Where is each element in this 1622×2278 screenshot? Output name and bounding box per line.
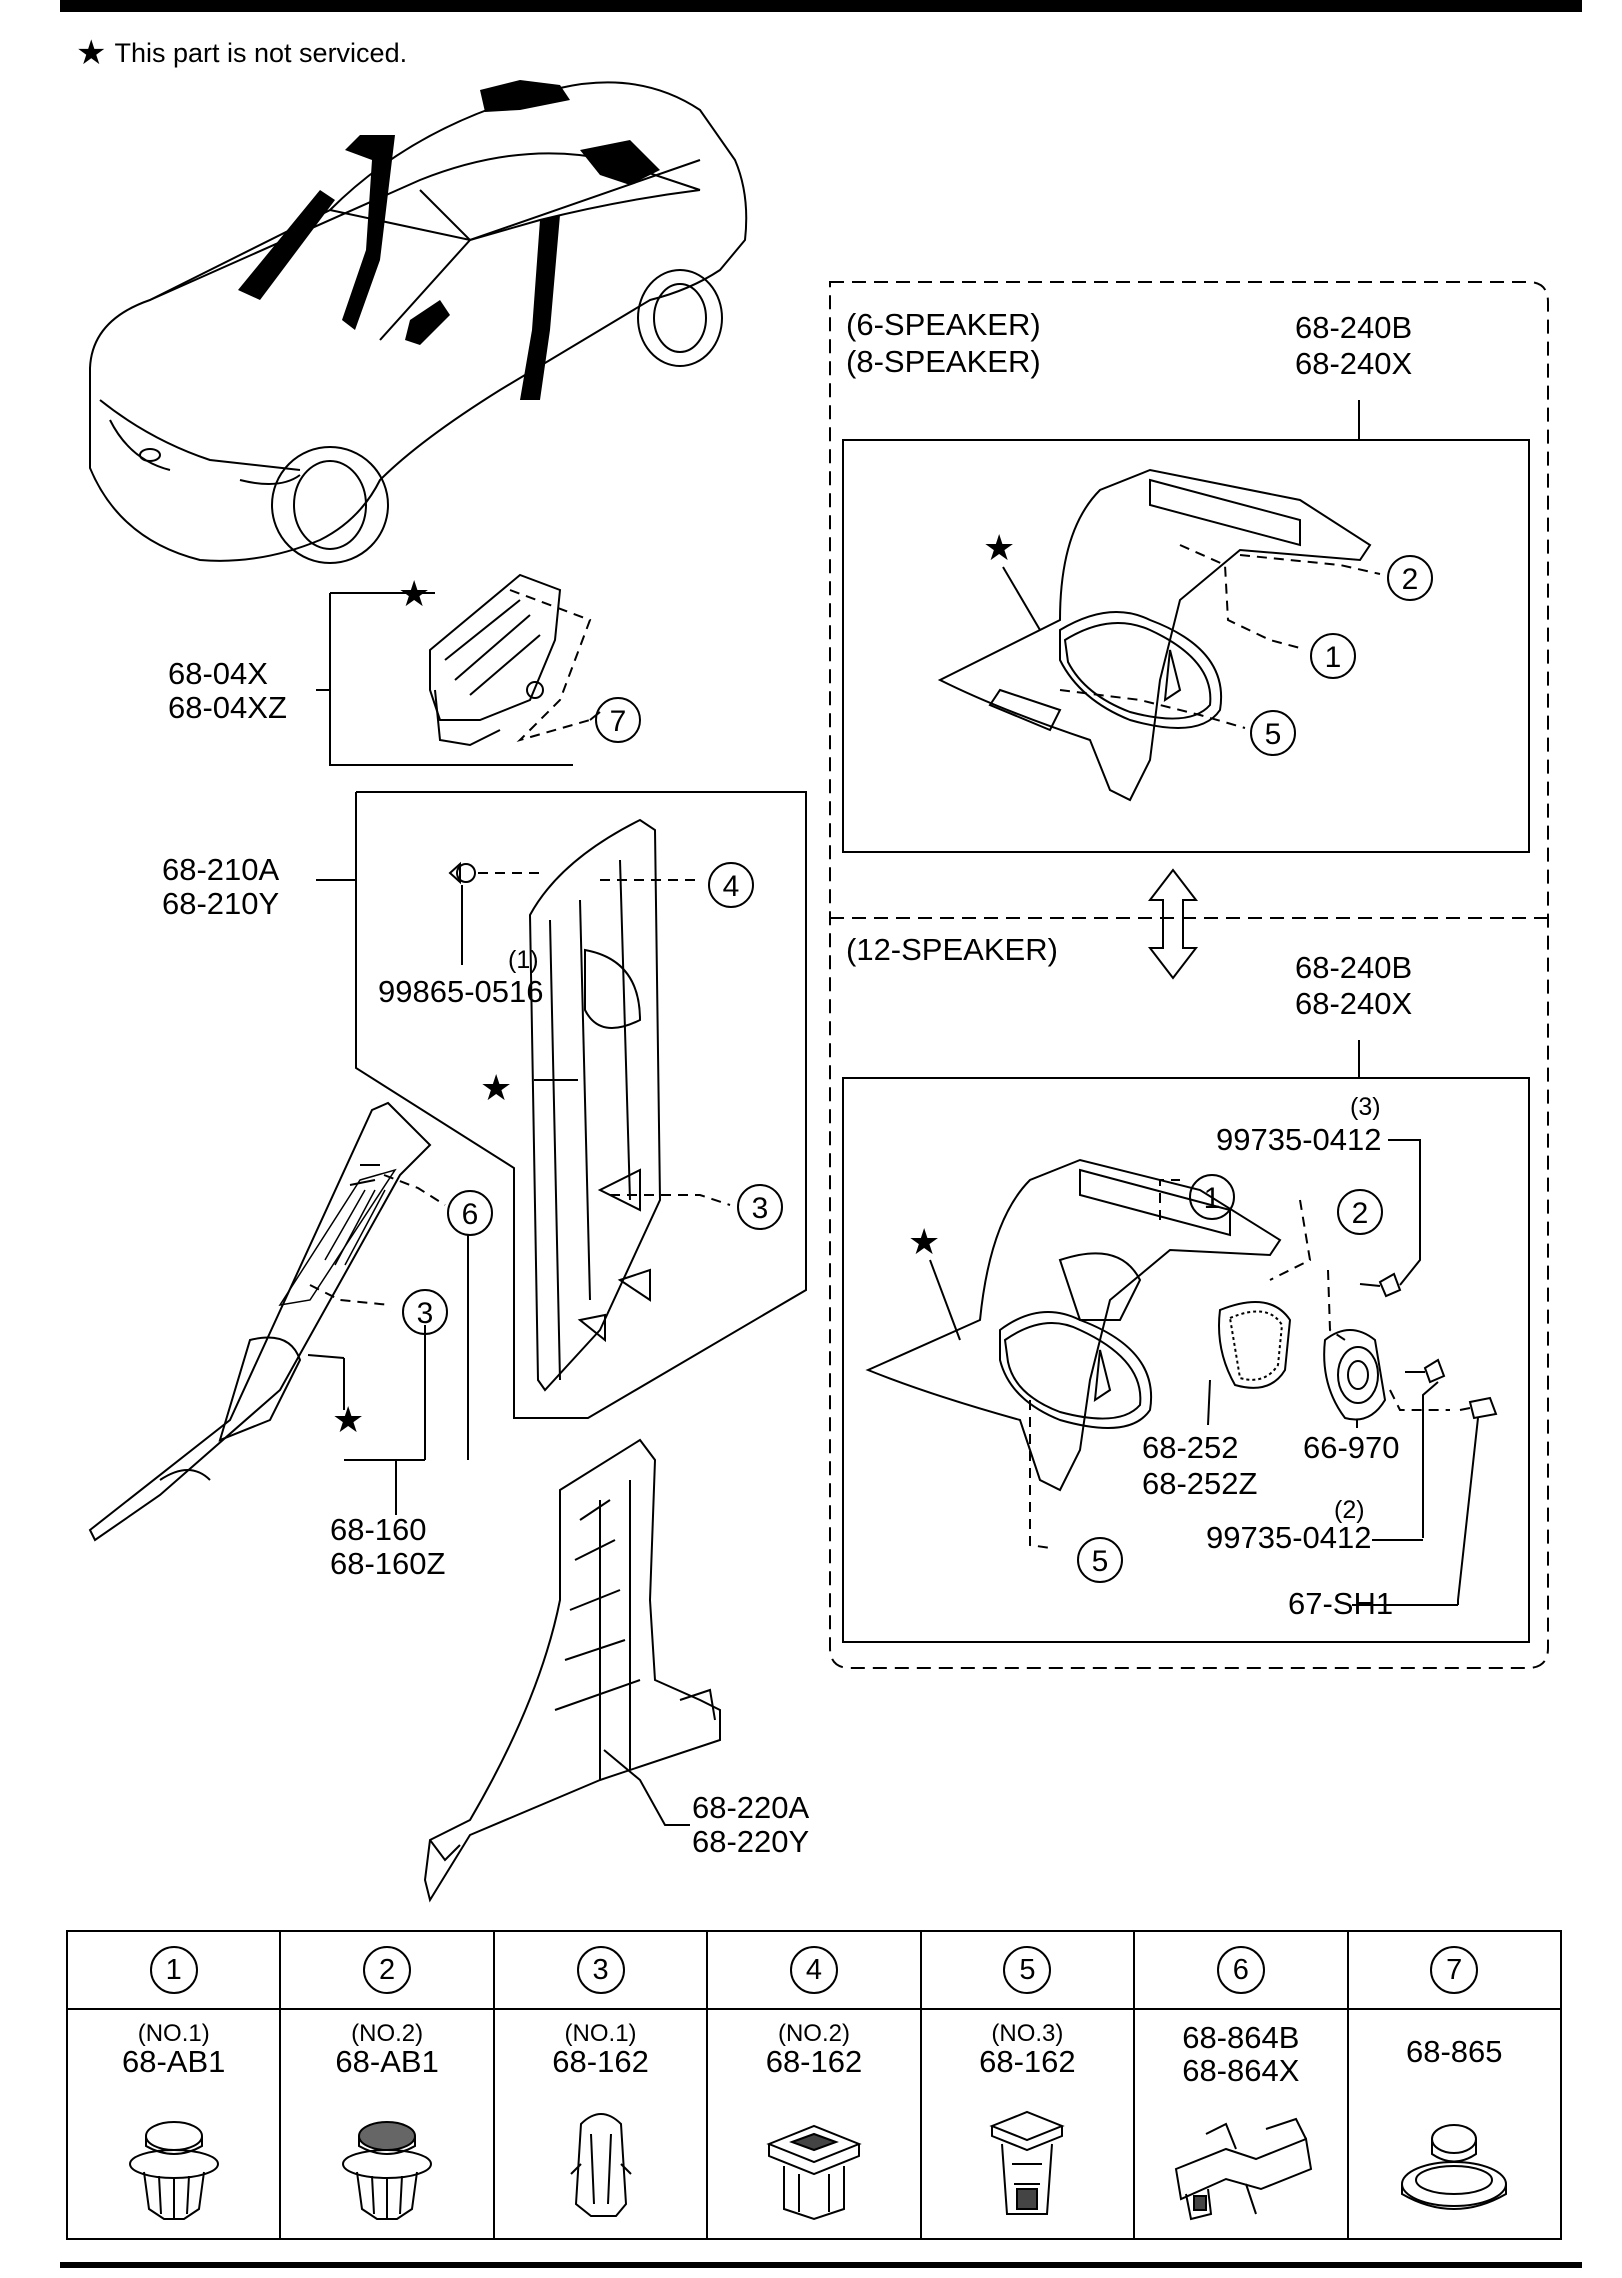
- screw2-qty: (2): [1334, 1496, 1365, 1524]
- pillar-trim-68-210a: [316, 791, 807, 1419]
- label-top-68-240b: 68-240B: [1295, 310, 1412, 345]
- label-68-04xz: 68-04XZ: [168, 690, 287, 725]
- label-8-speaker: (8-SPEAKER): [846, 344, 1041, 379]
- fastener-table: 1 (NO.1) 68-AB1 2 (NO.2) 68-AB1 3 (NO.1)…: [66, 1930, 1562, 2240]
- label-12-speaker: (12-SPEAKER): [846, 932, 1058, 967]
- square-clip-icon: [766, 2124, 862, 2221]
- quarter-trim-bottom: [865, 1139, 1498, 1605]
- part-number: 68-AB1: [122, 2044, 226, 2079]
- clip-variant: (NO.2): [777, 2020, 850, 2047]
- part-number: 68-162: [552, 2044, 649, 2079]
- star-icon: ★: [908, 1221, 940, 1262]
- retainer-clip-icon: [569, 2113, 632, 2217]
- star-icon: ★: [398, 573, 430, 614]
- bottom-rule: [60, 2262, 1582, 2268]
- part-number: 68-162: [765, 2044, 863, 2079]
- not-serviced-note: ★ This part is not serviced.: [76, 36, 407, 70]
- callout-4: 4: [723, 870, 740, 903]
- callout-3: 3: [417, 1297, 434, 1330]
- label-99865-0516: 99865-0516: [378, 974, 544, 1009]
- clip-variant: (NO.2): [351, 2020, 424, 2047]
- table-column: 2 (NO.2) 68-AB1: [281, 1932, 495, 2238]
- callout-3: 3: [752, 1192, 769, 1225]
- label-68-04x: 68-04X: [168, 656, 268, 691]
- part-number: 68-864B: [1182, 2020, 1300, 2055]
- push-clip-icon: [342, 2121, 433, 2220]
- table-column: 3 (NO.1) 68-162: [494, 1932, 709, 2238]
- callout-number: 3: [576, 1946, 625, 1994]
- label-68-252z: 68-252Z: [1142, 1466, 1257, 1501]
- grommet-clip-icon: [1401, 2124, 1508, 2210]
- label-68-160: 68-160: [330, 1512, 427, 1547]
- scuff-plate-68-160: [88, 1101, 469, 1542]
- bottom-variant-box: [842, 1077, 1530, 1643]
- tab-clip-icon: [989, 2110, 1066, 2215]
- star-icon: ★: [76, 34, 107, 72]
- label-68-220a: 68-220A: [692, 1790, 810, 1825]
- double-arrow-icon: [1147, 868, 1199, 980]
- pillar-trim-68-220a: [423, 1438, 721, 1903]
- label-68-210a: 68-210A: [162, 852, 280, 887]
- star-icon: ★: [480, 1067, 512, 1108]
- parts-diagram: 68-04X 68-04XZ 68-210A 68-210Y (1) 99865…: [88, 80, 1549, 1903]
- label-99735-0412-a: 99735-0412: [1216, 1122, 1382, 1157]
- quarter-trim-top: [937, 468, 1381, 802]
- label-6-speaker: (6-SPEAKER): [846, 307, 1041, 342]
- bracket-68-04x: [316, 573, 601, 766]
- callout-1: 1: [1325, 641, 1342, 674]
- clip-variant: (NO.1): [137, 2020, 210, 2047]
- label-66-970: 66-970: [1303, 1430, 1400, 1465]
- clip-variant: (NO.3): [991, 2020, 1064, 2047]
- top-variant-box: [842, 439, 1530, 853]
- callout-number: 4: [789, 1946, 838, 1994]
- label-68-252: 68-252: [1142, 1430, 1239, 1465]
- callout-5: 5: [1092, 1545, 1109, 1578]
- push-clip-icon: [128, 2121, 219, 2220]
- star-icon: ★: [332, 1399, 364, 1440]
- part-number: 68-865: [1405, 2034, 1503, 2069]
- callout-number: 7: [1430, 1946, 1479, 1994]
- label-67-sh1: 67-SH1: [1288, 1586, 1393, 1621]
- part-number: 68-162: [979, 2044, 1076, 2079]
- label-68-220y: 68-220Y: [692, 1824, 809, 1859]
- table-column: 1 (NO.1) 68-AB1: [68, 1932, 282, 2238]
- callout-number: 6: [1216, 1946, 1265, 1994]
- speaker-variant-frame: [829, 281, 1549, 1669]
- part-number: 68-864X: [1182, 2052, 1300, 2088]
- table-column: 6 68-864B 68-864X: [1135, 1932, 1349, 2238]
- callout-number: 2: [363, 1946, 412, 1994]
- label-bot-68-240b: 68-240B: [1295, 950, 1412, 985]
- callout-7: 7: [610, 705, 627, 738]
- part-number: 68-AB1: [335, 2044, 439, 2079]
- table-column: 7 68-865: [1348, 1932, 1560, 2238]
- table-column: 4 (NO.2) 68-162: [708, 1932, 922, 2238]
- callout-number: 1: [149, 1946, 198, 1994]
- label-99735-0412-b: 99735-0412: [1206, 1520, 1372, 1555]
- label-top-68-240x: 68-240X: [1295, 346, 1413, 381]
- clip-variant: (NO.1): [564, 2020, 637, 2047]
- callout-5: 5: [1265, 718, 1282, 751]
- star-icon: ★: [983, 527, 1015, 568]
- callout-2: 2: [1352, 1197, 1369, 1230]
- table-column: 5 (NO.3) 68-162: [921, 1932, 1136, 2238]
- top-rule: [60, 0, 1582, 12]
- harness-clip-icon: [1174, 2117, 1312, 2221]
- callout-number: 5: [1003, 1946, 1052, 1994]
- callout-6: 6: [462, 1198, 479, 1231]
- callout-2: 2: [1402, 563, 1419, 596]
- note-text: This part is not serviced.: [114, 37, 408, 68]
- callout-1: 1: [1204, 1182, 1221, 1215]
- highlighted-trim-parts: [238, 80, 660, 400]
- label-bot-68-240x: 68-240X: [1295, 986, 1413, 1021]
- screw3-qty: (3): [1350, 1093, 1381, 1121]
- screw-qty: (1): [508, 946, 539, 974]
- label-68-210y: 68-210Y: [162, 886, 279, 921]
- label-68-160z: 68-160Z: [330, 1546, 445, 1581]
